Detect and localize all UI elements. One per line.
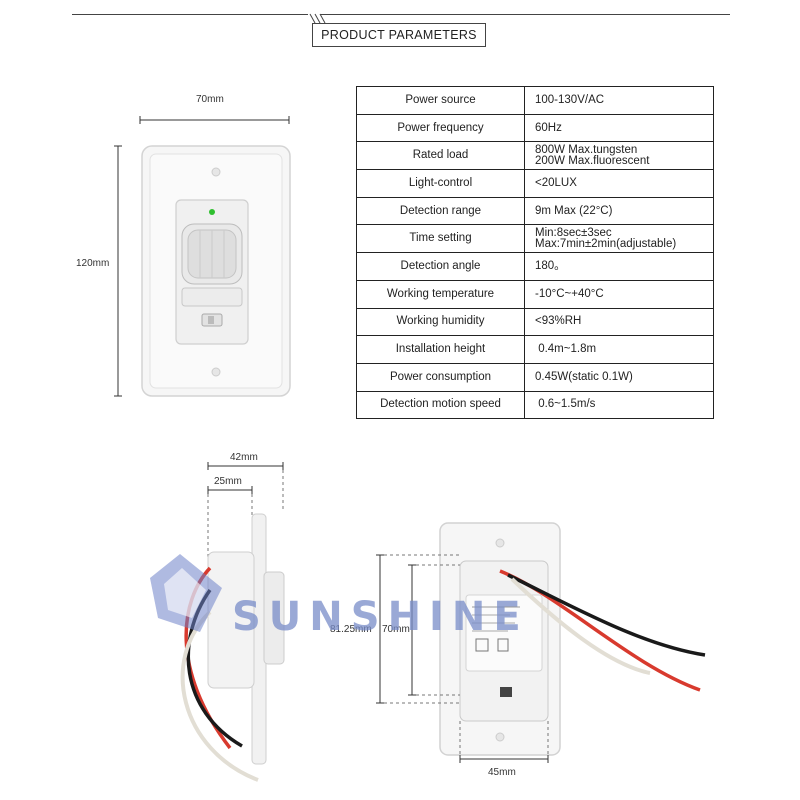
parameter-label: Detection motion speed (356, 390, 525, 420)
parameter-value-cell: 100-130V/AC (524, 86, 714, 115)
header-tick-marks (309, 13, 326, 24)
parameter-row: Light-control <20LUX (356, 169, 714, 198)
back-height-label-b: 70mm (382, 624, 410, 635)
parameter-value: 200W Max.fluorescent (535, 154, 650, 167)
front-width-label: 70mm (196, 94, 224, 105)
parameter-row: Power consumption 0.45W(static 0.1W) (356, 362, 714, 392)
parameter-value-cell: <20LUX (524, 169, 714, 198)
parameter-value: Min:8sec±3sec (535, 226, 612, 239)
parameter-value: Max:7min±2min(adjustable) (535, 237, 677, 250)
parameter-label: Light-control (356, 169, 525, 198)
parameter-label: Detection range (356, 196, 525, 226)
back-height-label-a: 81.25mm (330, 624, 372, 635)
parameter-value: 9m Max (22°C) (535, 204, 613, 217)
parameter-value: <93%RH (535, 315, 582, 328)
parameter-value-cell: 180。 (524, 252, 714, 281)
parameter-label: Working temperature (356, 279, 525, 309)
parameter-row: Installation height 0.4m~1.8m (356, 335, 714, 364)
parameter-value: 180。 (535, 259, 566, 272)
parameter-label: Working humidity (356, 307, 525, 337)
sunshine-logo-icon (150, 554, 222, 632)
parameter-label: Time setting (356, 224, 525, 254)
parameter-value-cell: -10°C~+40°C (524, 279, 714, 309)
parameter-value-cell: 60Hz (524, 113, 714, 143)
front-height-label: 120mm (76, 258, 110, 269)
parameter-value: -10°C~+40°C (535, 287, 604, 300)
parameter-value-cell: <93%RH (524, 307, 714, 337)
watermark-text: SUNSHINE (232, 594, 529, 640)
parameters-table: Power source 100-130V/AC Power frequency 60… (356, 86, 714, 420)
header-line-left (72, 14, 308, 15)
side-inner-depth-label: 25mm (214, 476, 242, 487)
front-view-diagram (114, 116, 291, 397)
parameter-value-cell: 9m Max (22°C) (524, 196, 714, 226)
parameter-label: Installation height (356, 335, 525, 364)
parameter-row: Working temperature -10°C~+40°C (356, 279, 714, 309)
parameter-value-cell: 0.4m~1.8m (524, 335, 714, 364)
parameter-label: Rated load (356, 141, 525, 171)
header-line-right (320, 14, 730, 15)
parameter-value: 0.4m~1.8m (535, 343, 597, 356)
page-title: PRODUCT PARAMETERS (312, 23, 486, 47)
parameter-value: 0.6~1.5m/s (535, 398, 596, 411)
parameter-value: 0.45W(static 0.1W) (535, 370, 633, 383)
back-width-label: 45mm (488, 767, 516, 778)
parameter-value-cell: 0.6~1.5m/s (524, 390, 714, 420)
parameter-row: Detection range 9m Max (22°C) (356, 196, 714, 226)
parameter-value: 800W Max.tungsten (535, 143, 638, 156)
parameter-label: Detection angle (356, 252, 525, 281)
parameter-row: Detection motion speed 0.6~1.5m/s (356, 390, 714, 420)
parameter-row: Power source 100-130V/AC (356, 86, 714, 115)
parameter-row: Working humidity <93%RH (356, 307, 714, 337)
parameter-row: Detection angle 180。 (356, 252, 714, 281)
parameter-value: 60Hz (535, 121, 562, 134)
parameter-value: 100-130V/AC (535, 93, 605, 106)
parameter-value: <20LUX (535, 176, 577, 189)
parameter-row: Power frequency 60Hz (356, 113, 714, 143)
parameter-label: Power consumption (356, 362, 525, 392)
parameter-label: Power source (356, 86, 525, 115)
parameter-label: Power frequency (356, 113, 525, 143)
parameter-value-cell: 0.45W(static 0.1W) (524, 362, 714, 392)
back-view-diagram (376, 522, 706, 763)
side-depth-label: 42mm (230, 452, 258, 463)
